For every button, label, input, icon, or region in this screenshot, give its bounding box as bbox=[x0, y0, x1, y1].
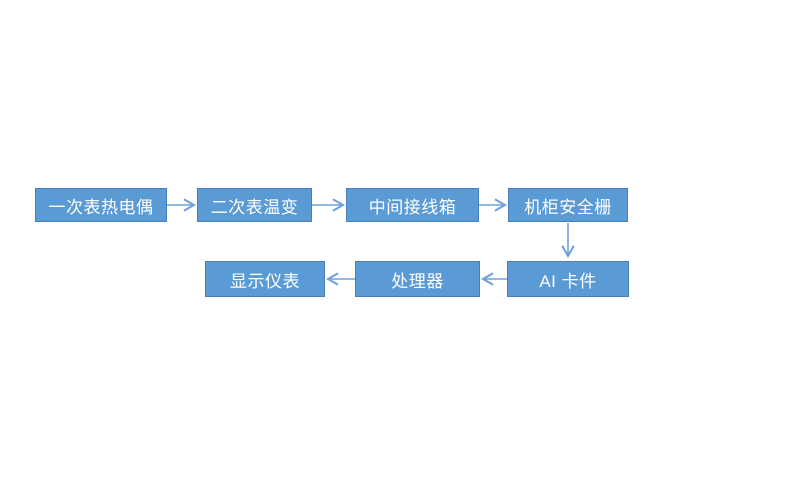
node-primary-thermocouple: 一次表热电偶 bbox=[35, 188, 167, 222]
node-display-instrument: 显示仪表 bbox=[205, 261, 325, 297]
node-cabinet-safety-barrier: 机柜安全栅 bbox=[508, 188, 628, 222]
node-secondary-temp-transmitter: 二次表温变 bbox=[197, 188, 312, 222]
node-ai-card: AI 卡件 bbox=[507, 261, 629, 297]
node-intermediate-junction-box: 中间接线箱 bbox=[346, 188, 479, 222]
node-processor: 处理器 bbox=[355, 261, 480, 297]
